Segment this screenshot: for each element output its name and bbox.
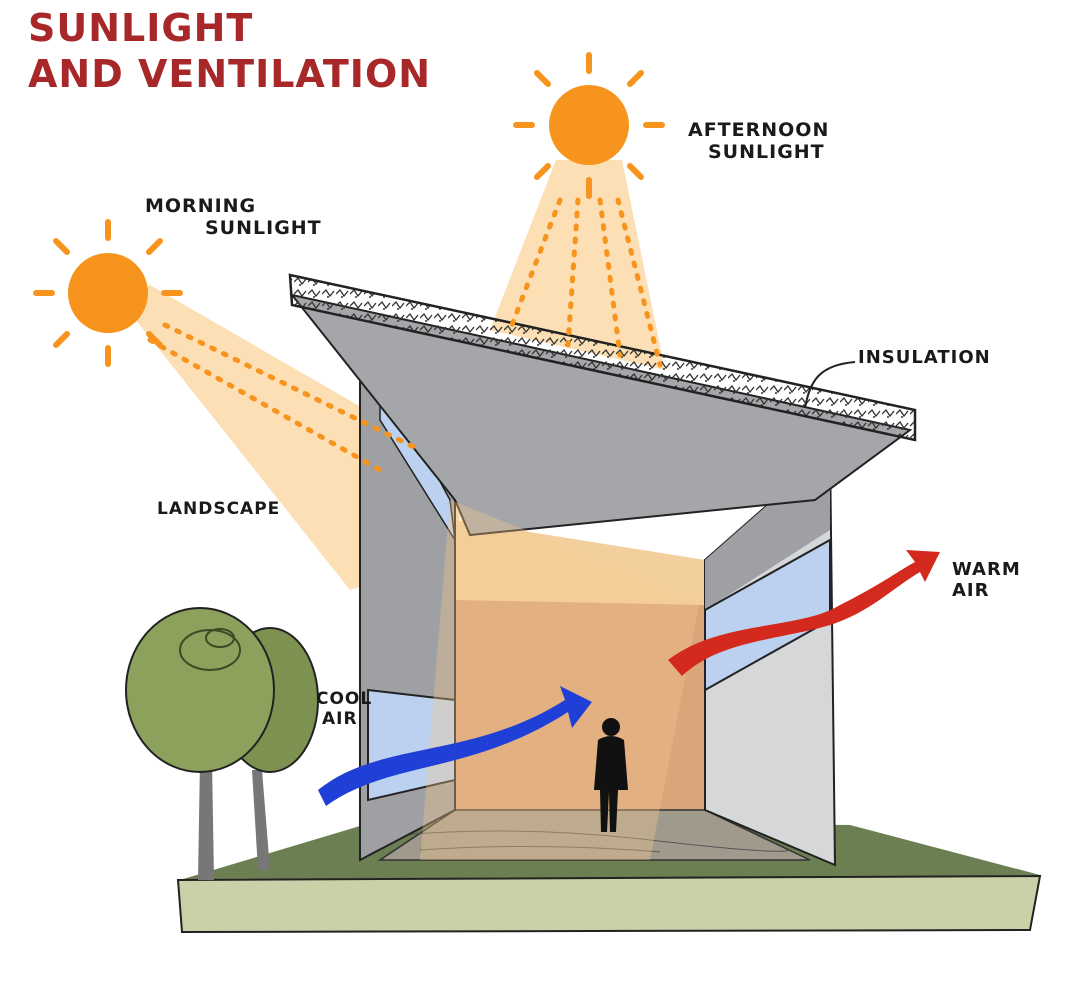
ground-slab bbox=[176, 874, 1042, 934]
morning-label-line-2: SUNLIGHT bbox=[205, 216, 322, 239]
cool-air-arrow bbox=[318, 686, 592, 806]
diagram-title: SUNLIGHT AND VENTILATION bbox=[28, 6, 431, 97]
clerestory-strip bbox=[455, 520, 705, 605]
cool-air-label: COOL AIR bbox=[316, 689, 373, 729]
insulation-label: INSULATION bbox=[858, 347, 991, 369]
afternoon-label-line-2: SUNLIGHT bbox=[708, 140, 825, 163]
warm-label-line-2: AIR bbox=[952, 579, 990, 601]
afternoon-label-line-1: AFTERNOON bbox=[688, 119, 830, 141]
cool-label-line-1: COOL bbox=[316, 689, 373, 709]
morning-label-line-1: MORNING bbox=[145, 195, 257, 217]
insulation-label-text: INSULATION bbox=[858, 347, 991, 368]
back-wall bbox=[455, 540, 705, 810]
insulation-leader bbox=[804, 361, 856, 409]
morning-sunlight-label: MORNING SUNLIGHT bbox=[145, 195, 322, 240]
warm-label-line-1: WARM bbox=[952, 559, 1021, 580]
title-line-2: AND VENTILATION bbox=[28, 51, 432, 96]
tree-trunk bbox=[198, 760, 214, 880]
warm-air-label: WARM AIR bbox=[952, 559, 1021, 601]
landscape-label: LANDSCAPE bbox=[157, 499, 281, 520]
landscape-label-text: LANDSCAPE bbox=[157, 499, 281, 519]
cool-label-line-2: AIR bbox=[322, 708, 358, 729]
title-line-1: SUNLIGHT bbox=[28, 6, 254, 50]
tree-trunk-2 bbox=[252, 770, 270, 870]
person-silhouette bbox=[594, 718, 628, 832]
morning-sun-icon bbox=[33, 219, 183, 367]
afternoon-sun-icon bbox=[513, 52, 665, 199]
afternoon-sunlight-label: AFTERNOON SUNLIGHT bbox=[688, 119, 830, 164]
warm-air-arrow bbox=[668, 550, 940, 676]
sun-light-wash bbox=[420, 500, 700, 860]
roof-insulation bbox=[288, 273, 917, 442]
tree-canopy bbox=[125, 607, 275, 773]
